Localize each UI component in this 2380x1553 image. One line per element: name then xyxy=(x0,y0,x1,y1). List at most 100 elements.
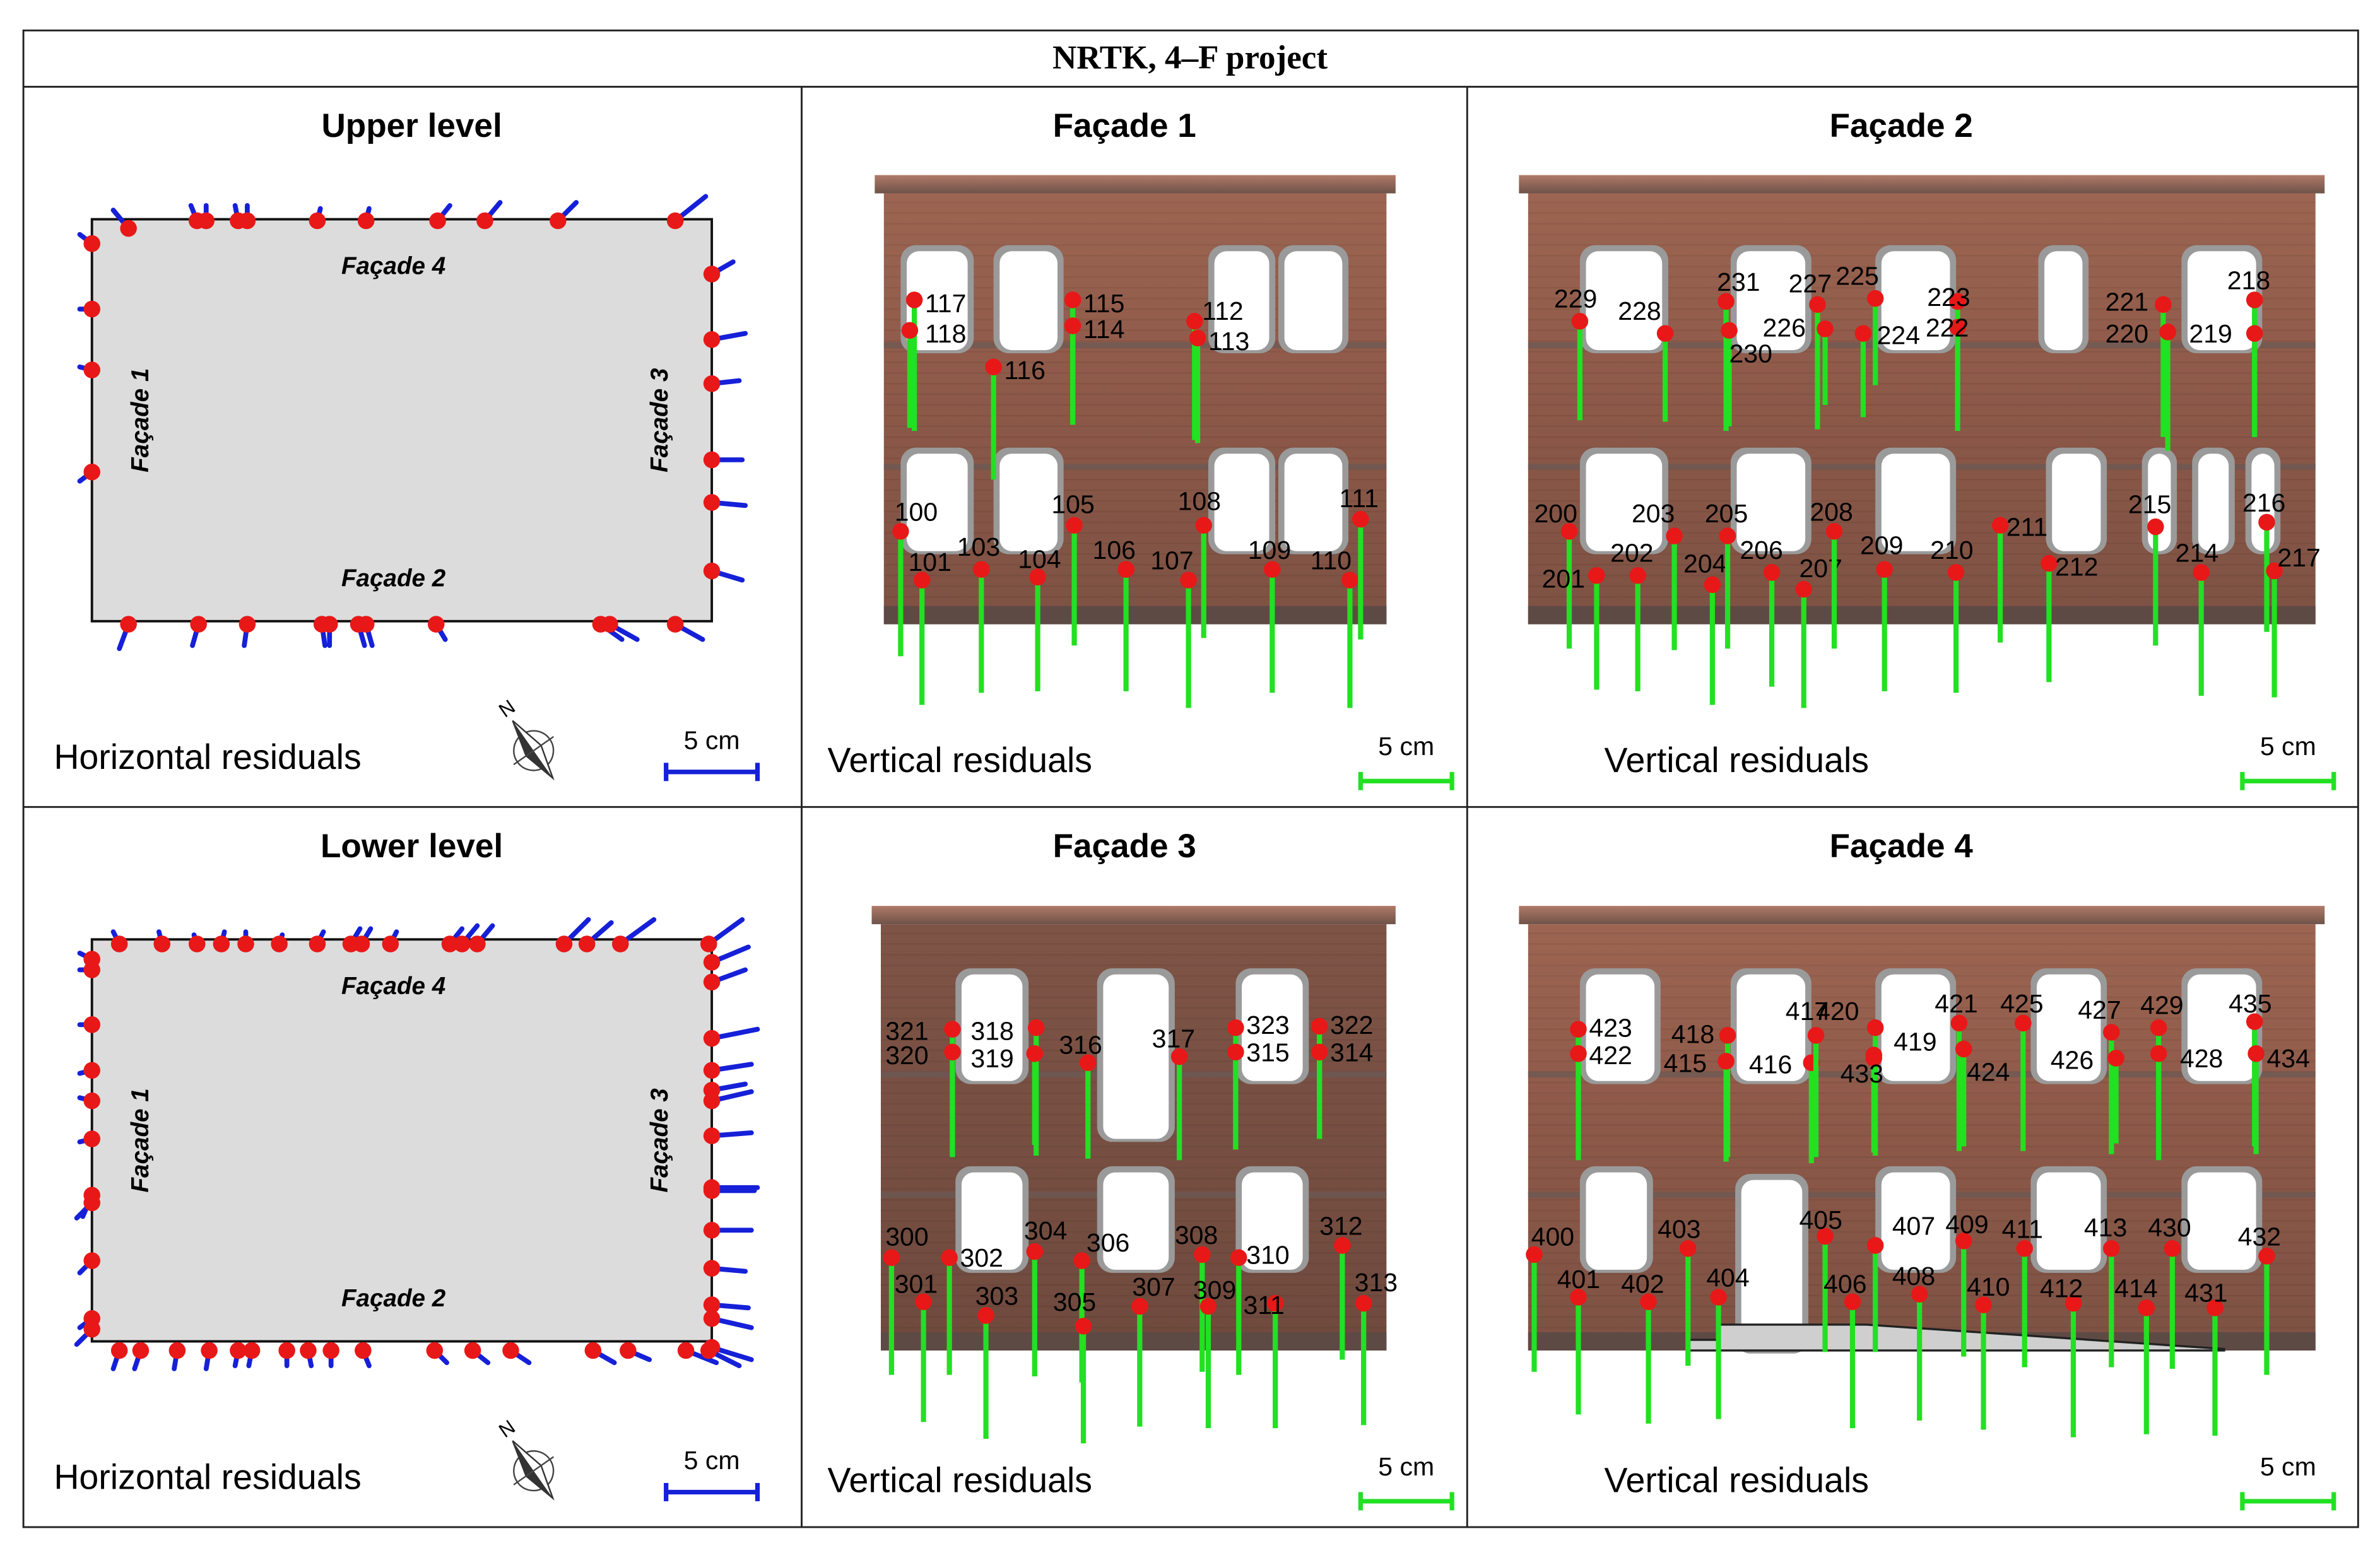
control-point xyxy=(703,1310,721,1327)
control-point xyxy=(1955,1232,1972,1250)
point-label: 435 xyxy=(2229,989,2271,1018)
control-point xyxy=(944,1021,961,1038)
point-label: 318 xyxy=(970,1017,1013,1046)
window-opening xyxy=(1881,974,1950,1081)
control-point xyxy=(83,1194,100,1212)
control-point xyxy=(83,235,100,252)
point-label: 228 xyxy=(1618,296,1661,325)
north-label: N xyxy=(495,696,519,722)
control-point xyxy=(2103,1024,2120,1041)
point-label: 226 xyxy=(1763,313,1806,342)
control-point xyxy=(1560,523,1578,540)
point-label: 110 xyxy=(1311,546,1352,575)
control-point xyxy=(1866,290,1884,307)
window-opening xyxy=(1736,974,1806,1081)
control-point xyxy=(666,616,684,633)
ramp xyxy=(1687,1323,2225,1352)
control-point xyxy=(83,463,100,481)
point-label: 404 xyxy=(1706,1263,1749,1292)
window-opening xyxy=(1741,1180,1803,1351)
control-point xyxy=(1131,1298,1148,1315)
control-point xyxy=(1117,561,1134,578)
window-opening xyxy=(1284,454,1343,551)
point-label: 210 xyxy=(1930,536,1973,565)
roof-cornice xyxy=(871,906,1396,925)
point-label: 305 xyxy=(1053,1287,1096,1316)
table-grid xyxy=(22,29,2359,1528)
control-point xyxy=(2147,518,2164,536)
control-point xyxy=(1955,1040,1972,1058)
point-label: 419 xyxy=(1894,1027,1936,1056)
window-opening xyxy=(1242,1172,1303,1270)
figure-title: NRTK, 4–F project xyxy=(1052,40,1328,76)
point-label: 414 xyxy=(2114,1274,2157,1303)
point-label: 317 xyxy=(1152,1024,1195,1053)
control-point xyxy=(469,935,486,952)
control-point xyxy=(1866,1237,1884,1254)
control-point xyxy=(1947,564,1965,581)
window-opening xyxy=(907,454,968,551)
control-point xyxy=(1717,1053,1735,1070)
point-label: 418 xyxy=(1671,1019,1714,1048)
point-label: 322 xyxy=(1330,1011,1373,1040)
point-label: 230 xyxy=(1729,339,1772,368)
point-label: 412 xyxy=(2040,1274,2083,1303)
control-point xyxy=(83,1320,100,1338)
control-point xyxy=(239,212,256,230)
roof-cornice xyxy=(875,175,1396,194)
window-opening xyxy=(2052,454,2101,551)
control-point xyxy=(1717,293,1735,310)
control-point xyxy=(309,935,326,952)
point-label: 105 xyxy=(1051,489,1094,519)
point-label: 431 xyxy=(2184,1279,2227,1308)
point-label: 400 xyxy=(1531,1222,1574,1251)
point-label: 307 xyxy=(1132,1272,1175,1301)
control-point xyxy=(197,212,215,230)
point-label: 415 xyxy=(1664,1048,1707,1077)
control-point xyxy=(2164,1239,2181,1257)
point-label: 203 xyxy=(1632,499,1675,528)
control-point xyxy=(429,212,446,230)
point-label: 315 xyxy=(1246,1038,1289,1067)
window-opening xyxy=(1586,251,1663,351)
residual-caption: Vertical residuals xyxy=(1605,1460,1870,1499)
point-label: 101 xyxy=(908,548,951,577)
point-label: 429 xyxy=(2140,991,2183,1020)
control-point xyxy=(502,1342,519,1359)
facade-label: Façade 2 xyxy=(341,1285,446,1312)
control-point xyxy=(2258,1248,2275,1265)
control-point xyxy=(357,616,375,633)
control-point xyxy=(2266,562,2283,580)
control-point xyxy=(703,954,721,971)
point-label: 304 xyxy=(1024,1216,1067,1245)
point-label: 221 xyxy=(2106,287,2148,316)
control-point xyxy=(677,1342,695,1359)
control-point xyxy=(1064,291,1081,308)
control-point xyxy=(901,322,919,339)
control-point xyxy=(83,1252,100,1269)
point-label: 303 xyxy=(975,1282,1018,1311)
control-point xyxy=(1719,1027,1736,1044)
point-label: 321 xyxy=(885,1017,928,1046)
facade-photo xyxy=(1519,906,2325,1354)
window-opening xyxy=(1736,251,1806,351)
control-point xyxy=(1194,1246,1211,1263)
control-point xyxy=(230,1342,247,1359)
control-point xyxy=(703,1260,721,1277)
control-point xyxy=(309,212,326,230)
control-point xyxy=(703,331,721,348)
control-point xyxy=(1825,523,1843,540)
panel-heading: Upper level xyxy=(321,107,502,144)
point-label: 407 xyxy=(1892,1212,1935,1241)
north-arrow-icon xyxy=(512,720,555,781)
scale-label: 5 cm xyxy=(1378,732,1434,761)
point-label: 426 xyxy=(2051,1045,2094,1074)
control-point xyxy=(1066,517,1083,534)
point-label: 219 xyxy=(2189,319,2232,348)
plinth xyxy=(883,606,1387,624)
residual-caption: Vertical residuals xyxy=(828,1460,1093,1499)
control-point xyxy=(190,616,207,633)
point-label: 422 xyxy=(1589,1041,1632,1070)
control-point xyxy=(1311,1017,1328,1035)
